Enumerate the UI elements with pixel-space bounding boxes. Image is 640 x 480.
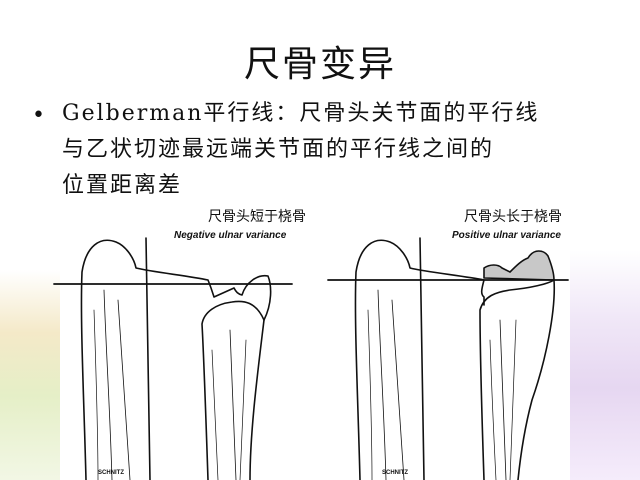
ulnar-variance-figure: 尺骨头短于桡骨 尺骨头长于桡骨 Negative ulnar variance …	[0, 200, 640, 480]
slide-title: 尺骨变异	[243, 44, 396, 85]
left-illustrator-signature: SCHNITZ	[98, 470, 124, 476]
bullet-line: Gelberman平行线：尺骨头关节面的平行线	[62, 101, 540, 126]
left-caption-english: Negative ulnar variance	[174, 230, 287, 241]
left-diagram	[53, 237, 293, 480]
ulnar-head-excess	[483, 250, 555, 281]
bullet-marker: •	[32, 103, 45, 128]
right-caption-english: Positive ulnar variance	[452, 230, 561, 241]
bullet-line: 与乙状切迹最远端关节面的平行线之间的	[62, 137, 495, 162]
left-caption-chinese: 尺骨头短于桡骨	[208, 209, 306, 225]
right-illustrator-signature: SCHNITZ	[382, 470, 408, 476]
right-diagram	[327, 237, 569, 480]
decorative-background-left	[0, 270, 60, 480]
bullet-line: 位置距离差	[62, 173, 183, 198]
radius-bone	[354, 239, 485, 480]
decorative-background-right	[570, 250, 640, 480]
ulna-bone	[479, 279, 556, 480]
ulna-bone	[201, 300, 265, 480]
radius-bone	[80, 239, 272, 480]
bullet-text: Gelberman平行线：尺骨头关节面的平行线 与乙状切迹最远端关节面的平行线之…	[62, 96, 602, 204]
right-caption-chinese: 尺骨头长于桡骨	[464, 209, 562, 225]
wrist-illustration: 尺骨头短于桡骨 尺骨头长于桡骨 Negative ulnar variance …	[53, 209, 569, 480]
